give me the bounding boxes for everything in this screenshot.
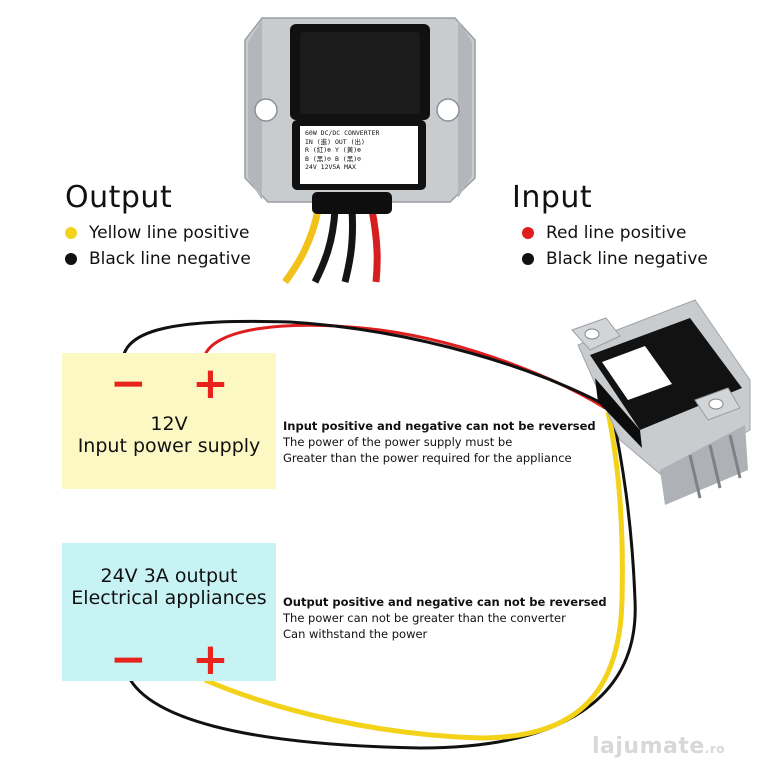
legend-item-black: Black line negative [522,249,708,269]
converter-label-row: B (黑)⊖ B (黑)⊖ [305,154,362,163]
black-input-wire [121,319,606,407]
output-legend-title: Output [65,180,173,215]
output-appliance-label: Electrical appliances [71,587,267,609]
yellow-wire [204,411,625,741]
legend-item-label: Black line negative [546,249,708,269]
converter-label-title: 60W DC/DC CONVERTER [305,129,380,137]
input-legend-title: Input [512,180,593,215]
legend-item-yellow: Yellow line positive [65,223,251,243]
legend-item-label: Black line negative [89,249,251,269]
output-note-line: Can withstand the power [283,627,428,641]
input-voltage-label: 12V [150,413,188,435]
converter-label-row: 24V 12V5A MAX [305,163,356,172]
input-minus-sign: − [110,358,147,409]
output-appliance-box: 24V 3A output Electrical appliances [62,543,276,681]
yellow-dot-icon [65,227,77,239]
legend-item-black: Black line negative [65,249,251,269]
watermark-suffix: .ro [704,742,726,756]
output-note-heading: Output positive and negative can not be … [283,595,607,609]
input-note-line: The power of the power supply must be [283,435,513,449]
output-note-line: The power can not be greater than the co… [283,611,566,625]
red-dot-icon [522,227,534,239]
output-rating-label: 24V 3A output [100,565,238,587]
output-legend: Output Yellow line positive Black line n… [65,180,251,269]
converter-label-plate: 60W DC/DC CONVERTER IN (進) OUT (出) R (紅)… [300,126,418,184]
input-note-line: Greater than the power required for the … [283,451,572,465]
output-minus-sign: − [110,634,147,685]
black-dot-icon [522,253,534,265]
output-plus-sign: + [192,634,229,685]
input-supply-label: Input power supply [77,435,261,457]
input-note: Input positive and negative can not be r… [283,418,596,466]
input-plus-sign: + [192,358,229,409]
legend-item-label: Red line positive [546,223,687,243]
input-note-heading: Input positive and negative can not be r… [283,419,596,433]
watermark: lajumate.ro [592,734,725,759]
watermark-text: lajumate [592,734,705,759]
legend-item-label: Yellow line positive [89,223,250,243]
black-dot-icon [65,253,77,265]
converter-label-row: IN (進) OUT (出) [305,137,365,146]
legend-item-red: Red line positive [522,223,708,243]
input-power-supply-box: 12V Input power supply [62,353,276,489]
input-legend: Input Red line positive Black line negat… [512,180,708,269]
output-note: Output positive and negative can not be … [283,594,607,642]
converter-label-row: R (紅)⊕ Y (黃)⊕ [305,146,362,155]
